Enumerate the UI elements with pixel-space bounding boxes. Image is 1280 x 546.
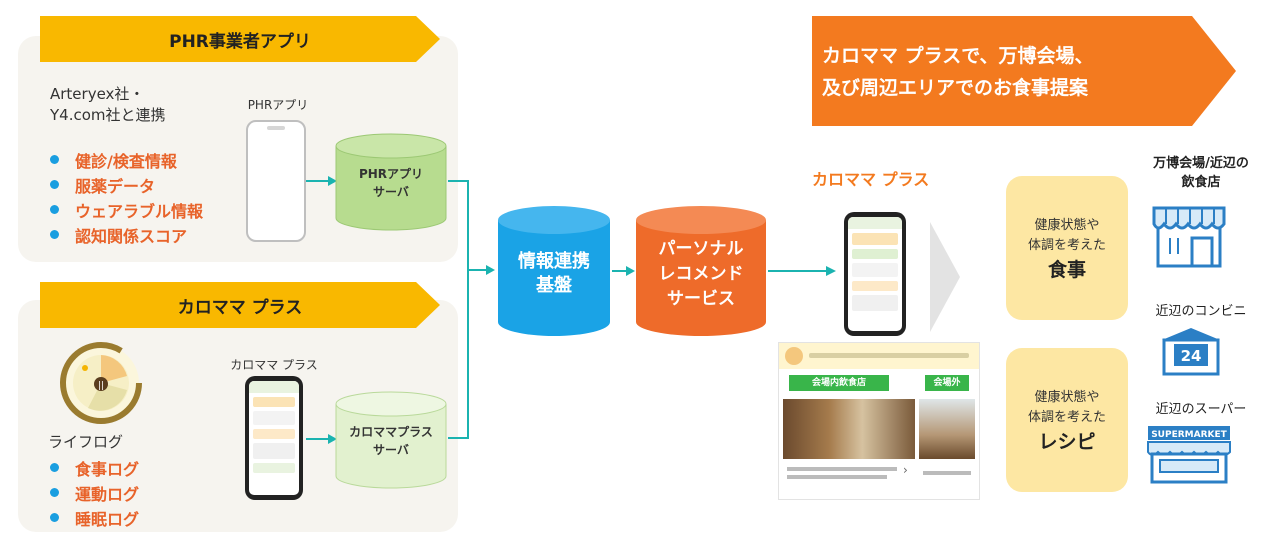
- convenience-store-label: 近辺のコンビニ: [1155, 304, 1247, 319]
- convenience-store-icon: 24: [1162, 328, 1220, 376]
- supermarket-sign-text: SUPERMARKET: [1151, 430, 1227, 440]
- platform-arrow: [612, 266, 635, 276]
- phr-data-list: 健診/検査情報 服薬データ ウェアラブル情報 認知関係スコア: [50, 147, 203, 247]
- venue-restaurant-label: 万博会場/近辺の 飲食店: [1153, 156, 1249, 190]
- karomama-server-cylinder: [335, 391, 447, 489]
- list-item: 服薬データ: [50, 172, 203, 197]
- karomama-title: カロママ プラス: [177, 297, 303, 318]
- phr-title: PHR事業者アプリ: [169, 31, 311, 52]
- phr-title-banner: PHR事業者アプリ: [40, 16, 440, 62]
- lifelog-label: ライフログ: [48, 433, 124, 451]
- list-item: ウェアラブル情報: [50, 197, 203, 222]
- convenience-sign-text: 24: [1181, 347, 1202, 365]
- supermarket-label: 近辺のスーパー: [1155, 402, 1247, 417]
- platform-cylinder: [498, 206, 610, 336]
- list-item: 食事ログ: [50, 455, 139, 480]
- list-item: 運動ログ: [50, 480, 139, 505]
- tab-venue-restaurants: 会場内飲食店: [789, 375, 889, 391]
- supermarket-icon: SUPERMARKET: [1147, 426, 1231, 484]
- phr-server-label: PHRアプリ サーバ: [358, 167, 424, 199]
- bullet-icon: [50, 488, 59, 497]
- meal-suggestion-box: 健康状態や 体調を考えた 食事: [1006, 176, 1128, 320]
- list-item: 認知関係スコア: [50, 222, 203, 247]
- karomama-server-label: カロママプラス サーバ: [349, 425, 433, 457]
- recommendation-screenshot: 会場内飲食店 会場外 ›: [778, 342, 980, 500]
- recommend-label: パーソナル レコメンド サービス: [658, 238, 744, 309]
- lifelog-clock-icon: ||: [60, 342, 142, 424]
- recommend-arrow: [768, 266, 836, 276]
- karomama-title-banner: カロママ プラス: [40, 282, 440, 328]
- phr-phone-icon: [246, 120, 306, 242]
- recipe-suggestion-box: 健康状態や 体調を考えた レシピ: [1006, 348, 1128, 492]
- bullet-icon: [50, 155, 59, 164]
- headline-banner: カロママ プラスで、万博会場、 及び周辺エリアでのお食事提案: [812, 16, 1236, 126]
- phr-partner-text: Arteryex社・ Y4.com社と連携: [50, 84, 166, 126]
- platform-label: 情報連携 基盤: [518, 251, 590, 296]
- karomama-app-label: カロママ プラス: [230, 358, 318, 372]
- headline-line1: カロママ プラスで、万博会場、: [822, 45, 1094, 67]
- recommend-cylinder: [636, 206, 766, 336]
- food-photo: [919, 399, 975, 459]
- phr-partner-line1: Arteryex社・: [50, 85, 145, 103]
- list-item: 健診/検査情報: [50, 147, 203, 172]
- phr-partner-line2: Y4.com社と連携: [50, 106, 166, 124]
- restaurant-storefront-icon: [1152, 206, 1226, 268]
- grey-chevron-icon: [930, 222, 960, 332]
- phr-server-cylinder: [335, 133, 447, 231]
- tab-outside-venue: 会場外: [925, 375, 969, 391]
- phr-app-label: PHRアプリ: [247, 98, 309, 112]
- list-item: 睡眠ログ: [50, 505, 139, 530]
- bullet-icon: [50, 230, 59, 239]
- bullet-icon: [50, 205, 59, 214]
- food-photo: [783, 399, 915, 459]
- merge-connector: [448, 180, 495, 439]
- lifelog-list: 食事ログ 運動ログ 睡眠ログ: [50, 455, 139, 530]
- bullet-icon: [50, 513, 59, 522]
- bullet-icon: [50, 463, 59, 472]
- svg-text:||: ||: [98, 381, 104, 391]
- phr-connector-arrow: [306, 176, 337, 186]
- karomama-connector-arrow: [306, 434, 337, 444]
- headline-line2: 及び周辺エリアでのお食事提案: [822, 77, 1089, 99]
- karomama-phone-icon: [245, 376, 303, 500]
- bullet-icon: [50, 180, 59, 189]
- karomama-plus-phone-icon: [844, 212, 906, 336]
- karomama-app-title: カロママ プラス: [812, 170, 930, 189]
